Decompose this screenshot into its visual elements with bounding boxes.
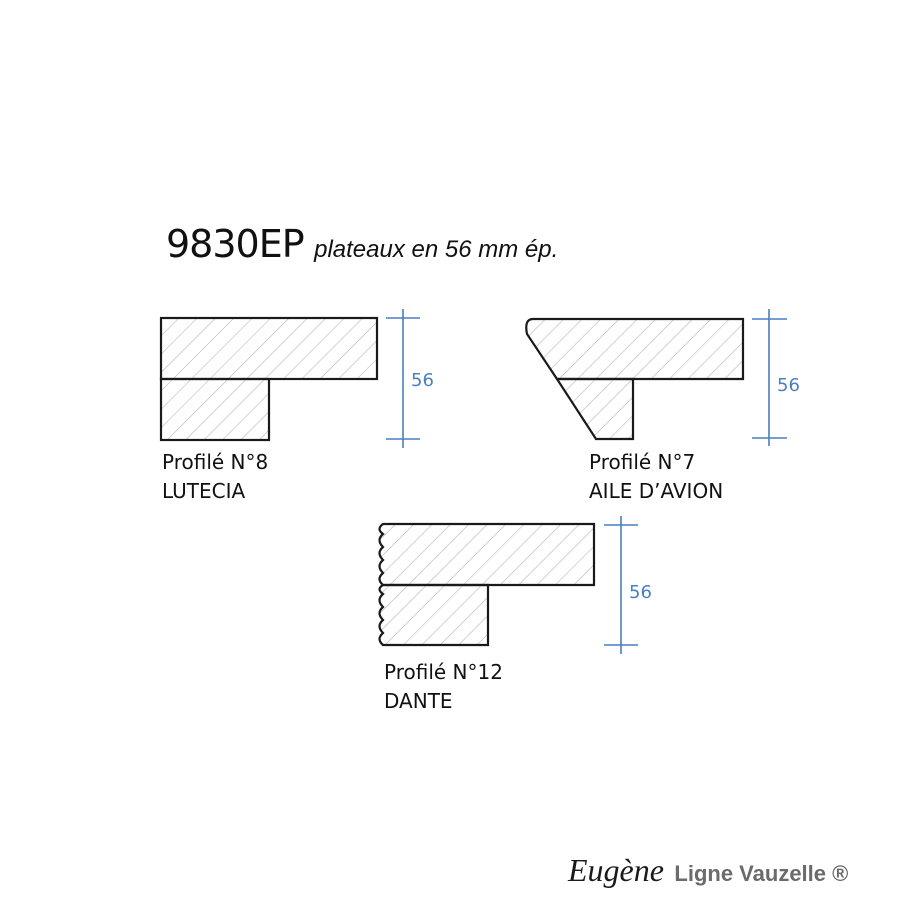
aile-davion-top-slab: [525, 317, 745, 381]
page-title: 9830EP plateaux en 56 mm ép.: [166, 222, 558, 266]
profile-lutecia-name: Profilé N°8: [162, 450, 269, 474]
product-code: 9830EP: [166, 222, 305, 266]
lutecia-dimension-value: 56: [411, 370, 434, 391]
profile-aile-davion-drawing: [525, 317, 745, 441]
aile-davion-dimension-line: [752, 309, 787, 446]
profile-dante-drawing: [378, 522, 596, 647]
profile-aile-davion-style: AILE D’AVION: [589, 479, 724, 503]
profile-lutecia-style: LUTECIA: [162, 479, 246, 503]
lutecia-bottom-slab: [159, 377, 271, 442]
profile-dante-style: DANTE: [384, 689, 453, 713]
lutecia-dimension-line: [386, 309, 420, 448]
profile-dante-name: Profilé N°12: [384, 660, 503, 684]
profile-dante-label: Profilé N°12 DANTE: [384, 658, 503, 716]
profile-aile-davion-name: Profilé N°7: [589, 450, 696, 474]
aile-davion-dimension-value: 56: [777, 375, 800, 396]
dante-top-slab: [378, 522, 596, 587]
brand-signature: Eugène Ligne Vauzelle ®: [568, 852, 848, 889]
profile-lutecia-drawing: [159, 316, 379, 442]
profile-lutecia-label: Profilé N°8 LUTECIA: [162, 448, 268, 506]
dante-dimension-line: [604, 516, 638, 654]
dante-dimension-value: 56: [629, 582, 652, 603]
product-description: plateaux en 56 mm ép.: [314, 236, 559, 263]
aile-davion-bottom-slab: [554, 377, 635, 441]
profile-aile-davion-label: Profilé N°7 AILE D’AVION: [589, 448, 723, 506]
brand-script-name: Eugène: [568, 852, 664, 888]
brand-line-name: Ligne Vauzelle ®: [674, 861, 849, 886]
dante-bottom-slab: [378, 583, 490, 647]
lutecia-top-slab: [159, 316, 379, 381]
